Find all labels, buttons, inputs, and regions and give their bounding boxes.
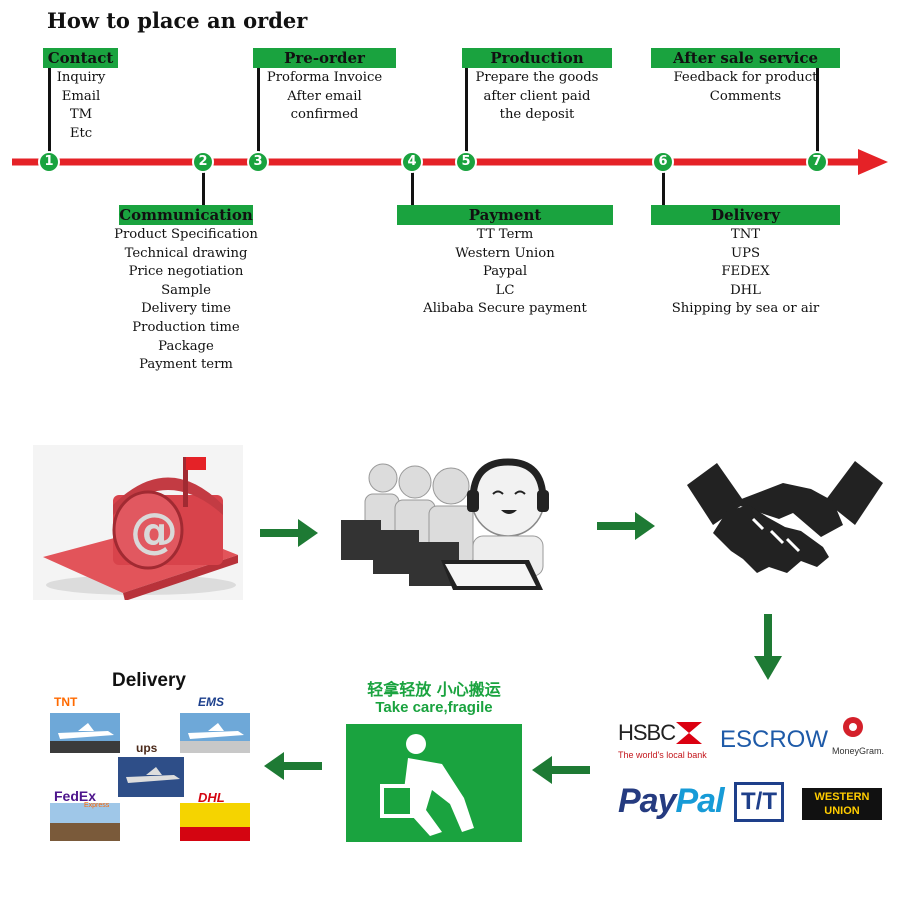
- list-item: Email: [61, 88, 101, 104]
- flow-arrow-left-2: [264, 752, 322, 780]
- delivery-title: Delivery: [112, 670, 186, 691]
- moneygram-icon: [843, 717, 863, 737]
- step-items-communication: Product Specification Technical drawing …: [100, 226, 272, 375]
- ems-logo: EMS: [198, 695, 225, 709]
- list-item: Package: [158, 338, 214, 354]
- fedex-subtitle: Express: [84, 802, 110, 809]
- list-item: Alibaba Secure payment: [423, 301, 587, 317]
- list-item: Proforma Invoice: [266, 70, 383, 85]
- list-item: Production time: [132, 319, 240, 335]
- handshake-icon: [687, 461, 883, 573]
- list-item: After email: [287, 88, 362, 104]
- list-item: the deposit: [499, 107, 575, 123]
- list-item: TM: [69, 107, 93, 123]
- timeline-arrowhead: [858, 149, 888, 175]
- step-header-pre-order: Pre-order: [253, 48, 396, 68]
- hsbc-tagline: The world's local bank: [618, 750, 707, 760]
- step-header-after-sale: After sale service: [651, 48, 840, 68]
- step-number-1: 1: [38, 151, 60, 173]
- ups-logo: ups: [136, 741, 158, 755]
- list-item: Comments: [709, 88, 782, 104]
- step-items-production: Prepare the goods after client paid the …: [462, 69, 612, 125]
- list-item: Shipping by sea or air: [671, 301, 820, 317]
- flow-arrow-left-1: [532, 756, 590, 784]
- step-items-after-sale: Feedback for product Comments: [651, 69, 840, 106]
- step-header-communication: Communication: [119, 205, 253, 225]
- fragile-label-cn: 轻拿轻放 小心搬运: [367, 680, 501, 699]
- list-item: Price negotiation: [128, 264, 244, 280]
- list-item: Western Union: [455, 245, 555, 261]
- mailbox-illustration: @: [33, 445, 243, 600]
- flow-arrow-down: [754, 614, 782, 680]
- hsbc-logo: HSBC: [618, 720, 676, 745]
- list-item: UPS: [730, 245, 761, 261]
- list-item: Etc: [69, 125, 93, 141]
- step-items-contact: Inquiry Email TM Etc: [45, 69, 117, 143]
- step-number-5: 5: [455, 151, 477, 173]
- page-title: How to place an order: [47, 8, 308, 33]
- list-item: Payment term: [139, 357, 233, 373]
- tnt-logo: TNT: [54, 695, 78, 709]
- step-header-payment: Payment: [397, 205, 613, 225]
- tt-logo: T/T: [734, 782, 784, 822]
- step-number-4: 4: [401, 151, 423, 173]
- connector-2: [202, 162, 205, 206]
- fedex-logo: FedEx: [54, 788, 97, 804]
- list-item: Product Specification: [114, 227, 258, 242]
- connector-3: [257, 68, 260, 160]
- list-item: DHL: [730, 282, 761, 298]
- customer-service-illustration: [333, 450, 573, 600]
- list-item: Feedback for product: [673, 70, 818, 85]
- escrow-logo: ESCROW: [720, 726, 828, 753]
- fragile-label-en: Take care,fragile: [375, 699, 493, 716]
- list-item: TNT: [730, 227, 761, 242]
- flow-arrow-right-1: [260, 519, 318, 547]
- step-header-production: Production: [462, 48, 612, 68]
- payment-methods: HSBC The world's local bank ESCROW Money…: [612, 712, 892, 832]
- flow-arrow-right-2: [597, 512, 655, 540]
- list-item: Delivery time: [141, 301, 231, 317]
- timeline: [12, 149, 888, 175]
- fragile-handle-with-care-icon: [346, 724, 522, 842]
- step-items-delivery: TNT UPS FEDEX DHL Shipping by sea or air: [651, 226, 840, 319]
- list-item: after client paid: [483, 88, 591, 104]
- step-items-pre-order: Proforma Invoice After email confirmed: [253, 69, 396, 125]
- paypal-logo: PayPal: [618, 782, 725, 820]
- connector-7: [816, 68, 819, 160]
- list-item: LC: [495, 282, 515, 298]
- list-item: confirmed: [290, 107, 359, 123]
- step-header-delivery: Delivery: [651, 205, 840, 225]
- delivery-carriers-collage: [48, 693, 254, 843]
- step-number-2: 2: [192, 151, 214, 173]
- step-items-payment: TT Term Western Union Paypal LC Alibaba …: [385, 226, 625, 319]
- connector-4: [411, 162, 414, 206]
- connector-5: [465, 68, 468, 160]
- step-number-6: 6: [652, 151, 674, 173]
- step-number-7: 7: [806, 151, 828, 173]
- list-item: FEDEX: [721, 264, 770, 280]
- list-item: Sample: [161, 282, 211, 298]
- step-number-3: 3: [247, 151, 269, 173]
- moneygram-logo: MoneyGram.: [832, 746, 885, 756]
- connector-1: [48, 68, 51, 160]
- hsbc-hexagon-icon: [676, 722, 702, 744]
- list-item: Prepare the goods: [475, 70, 599, 85]
- connector-6: [662, 162, 665, 206]
- dhl-logo: DHL: [198, 790, 225, 805]
- list-item: Technical drawing: [124, 245, 248, 261]
- list-item: Inquiry: [56, 70, 106, 85]
- svg-text:@: @: [130, 503, 178, 559]
- list-item: TT Term: [476, 227, 534, 242]
- list-item: Paypal: [482, 264, 528, 280]
- step-header-contact: Contact: [43, 48, 118, 68]
